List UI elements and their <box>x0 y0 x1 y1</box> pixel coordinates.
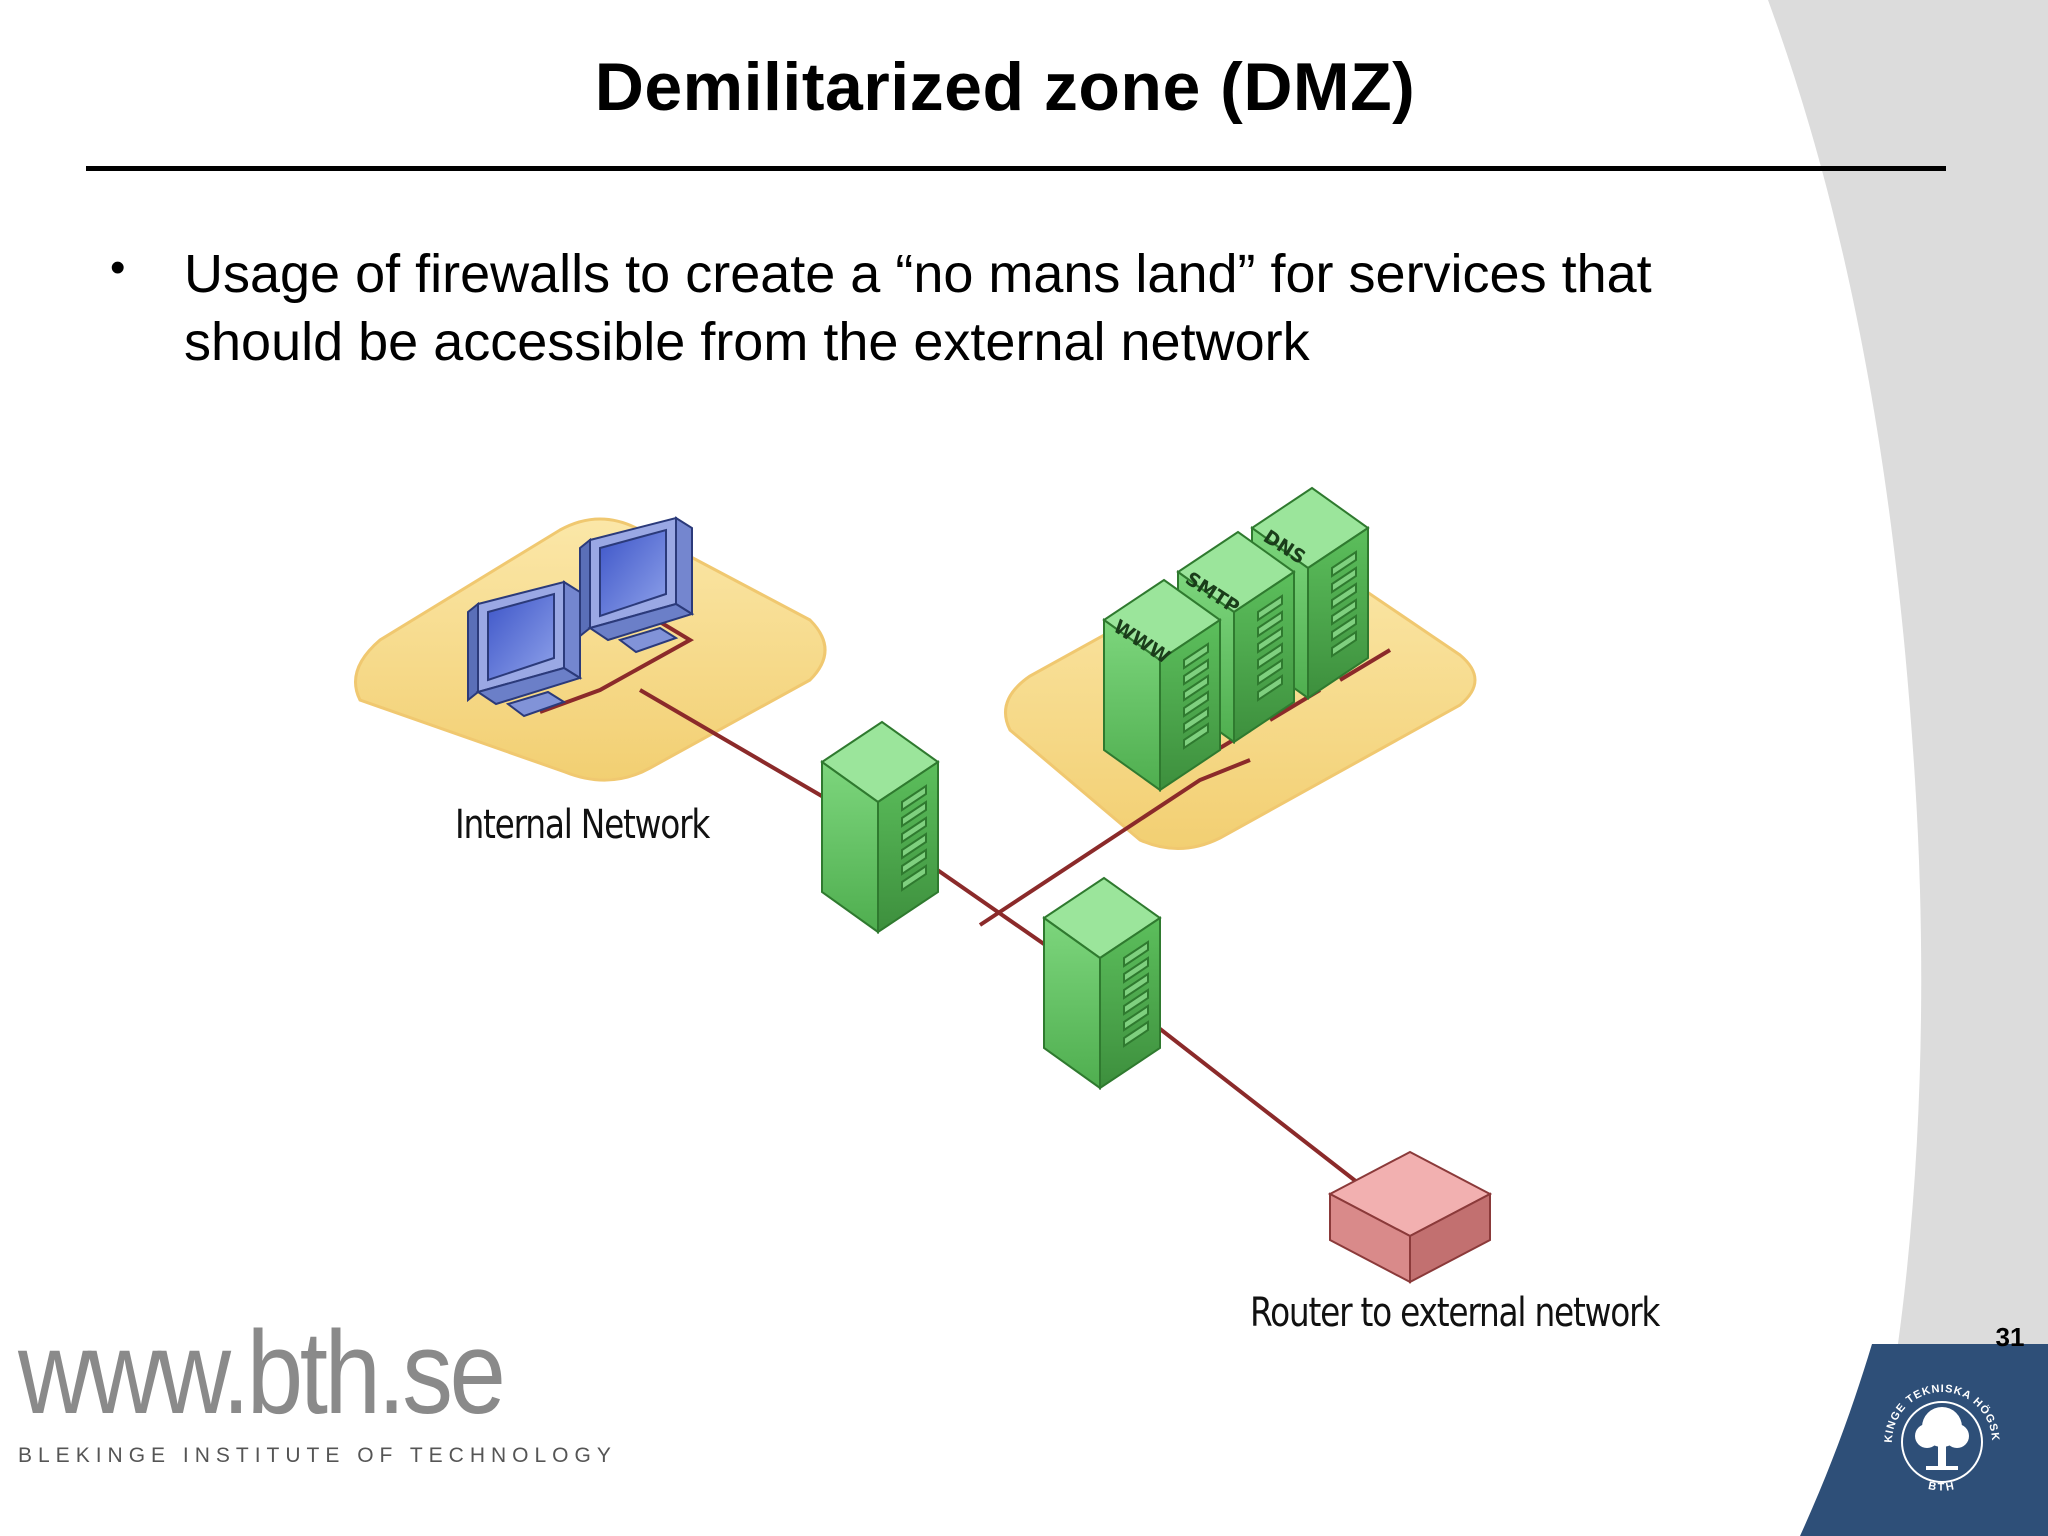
bth-seal-logo: BLEKINGE TEKNISKA HÖGSKOLA BTH <box>1867 1363 2012 1512</box>
outer-firewall-icon <box>1043 877 1161 1089</box>
inner-firewall-icon <box>821 721 939 933</box>
bullet-marker: • <box>110 243 126 292</box>
internal-network-zone <box>354 517 827 782</box>
page-number: 31 <box>1995 1322 2025 1352</box>
bullet-text: Usage of firewalls to create a “no mans … <box>184 244 1652 372</box>
router-label: Router to external network <box>1250 1290 1660 1336</box>
gray-corner-swoosh <box>1768 0 2048 1536</box>
title-divider <box>86 166 1946 171</box>
internal-network-label: Internal Network <box>455 802 710 848</box>
bullet-list: • Usage of firewalls to create a “no man… <box>100 240 1800 376</box>
dmz-trunk-link <box>978 758 1251 927</box>
slide-title: Demilitarized zone (DMZ) <box>594 49 1416 125</box>
www-server-icon <box>1103 579 1221 791</box>
seal-text-bottom: BTH <box>1927 1480 1955 1494</box>
router-icon <box>1327 1150 1493 1284</box>
svg-text:BTH: BTH <box>1927 1480 1957 1494</box>
internal-lan-link <box>539 608 694 714</box>
seal-icon: BLEKINGE TEKNISKA HÖGSKOLA BTH <box>1867 1363 2000 1494</box>
bullet-item: • Usage of firewalls to create a “no man… <box>100 240 1800 376</box>
institute-name: BLEKINGE INSTITUTE OF TECHNOLOGY <box>18 1444 617 1467</box>
bth-website-logo: www.bth.se <box>18 1307 506 1439</box>
dmz-branch-3 <box>1338 648 1392 682</box>
